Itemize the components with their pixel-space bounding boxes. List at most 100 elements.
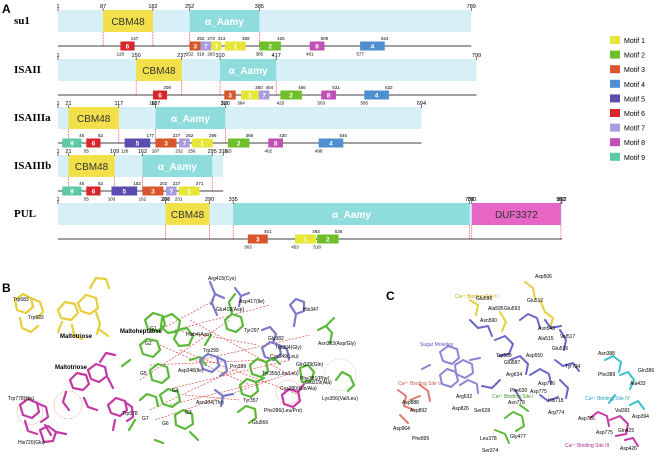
motif-number: 9 [70, 189, 74, 196]
domain-label: α_Aamy [205, 17, 244, 28]
motif-start-label: 363 [244, 245, 252, 250]
motif-number: 1 [200, 141, 204, 148]
ligand-maltoheptaose [120, 311, 213, 445]
motif-8-box [309, 41, 325, 51]
legend-swatch-motif-8 [610, 138, 620, 147]
tick-label: 1 [56, 149, 59, 155]
motif-6-box [120, 41, 135, 51]
motif-3-box [155, 138, 177, 148]
motif-number: 4 [375, 93, 379, 100]
motif-number: 7 [262, 93, 266, 100]
label-g7: G7 [142, 416, 149, 422]
motif-4-box [318, 138, 344, 148]
motif-end-label: 430 [279, 133, 287, 138]
motif-end-label: 545 [340, 133, 348, 138]
label-trp304: Trp304(Gly) [275, 345, 302, 351]
domain-aamy [189, 10, 260, 32]
label-phe895: Phe895 [412, 436, 429, 442]
tick-label: 694 [417, 101, 426, 107]
residue-asn304 [213, 388, 235, 408]
motif-end-label: 82 [98, 133, 104, 138]
label-glu587: Glu587 [504, 360, 520, 366]
label-pro399: Pro399 [230, 364, 246, 370]
motif-start-label: 182 [149, 101, 157, 106]
label-glu319: Glu319(Ala) [305, 380, 332, 386]
residue-trp299 [198, 352, 229, 378]
motif-end-label: 531 [332, 85, 340, 90]
label-asp964: Asp964 [393, 426, 410, 432]
label-asn383: Asn383(Asp/Gly) [318, 341, 356, 347]
label-glu596: Glu596 [476, 296, 492, 302]
motif-start-label: 128 [121, 149, 129, 154]
label-asp775b: Asp775 [596, 430, 613, 436]
motif-9-box [62, 138, 82, 148]
tick-label: 206 [161, 197, 170, 203]
motif-end-label: 426 [277, 36, 285, 41]
protein-track [58, 10, 472, 32]
motif-start-label: 207 [162, 197, 170, 202]
motif-end-label: 147 [131, 36, 139, 41]
legend-swatch-motif-9 [610, 152, 620, 161]
motif-number: 6 [92, 141, 96, 148]
label-g4: G4 [172, 388, 179, 394]
residue-asp417 [233, 286, 251, 308]
legend-label-motif-2: Motif 2 [624, 53, 645, 60]
label-phe630: Phe630 [510, 388, 527, 394]
residue-gly382 [260, 325, 278, 345]
motif-number: 2 [289, 93, 293, 100]
label-his718: His718 [548, 398, 564, 404]
legend-swatch-motif-2 [610, 50, 620, 59]
motif-end-label: 536 [335, 229, 343, 234]
motif-start-label: 503 [318, 101, 326, 106]
motif-extra-label: 46 [79, 181, 85, 186]
motif-number: 3 [164, 141, 168, 148]
motif-start-label: 187 [152, 149, 160, 154]
domain-aamy [220, 59, 277, 81]
legend-swatch-motif-4 [610, 79, 620, 88]
label-trp778: Trp778(His) [8, 396, 35, 402]
surface-dots-phe286 [275, 379, 301, 405]
domain-cbm [68, 155, 115, 177]
label-trp578: Trp578 [122, 411, 138, 417]
label-site-iv: Ca²⁺ Binding Site IV [585, 396, 631, 402]
surface-dots-lys356 [323, 358, 357, 392]
legend-label-motif-3: Motif 3 [624, 67, 645, 74]
residue-his347 [288, 297, 306, 328]
label-tyr355: Tyr355(Leu/Leu) [262, 371, 299, 377]
domain-cbm [68, 107, 119, 129]
motif-end-label: 252 [197, 36, 205, 41]
label-glu593: Glu593 [504, 306, 520, 312]
motif-number: 2 [268, 44, 272, 51]
motif-number: 6 [126, 44, 130, 51]
tick-label: 21 [65, 101, 71, 107]
surface-dots-trp778 [16, 398, 44, 426]
label-glu516: Glu516 [552, 346, 568, 352]
motif-end-label: 227 [173, 181, 181, 186]
motif-start-label: 256 [188, 149, 196, 154]
motif-7-box [258, 90, 270, 100]
label-glu418: Glu418(Asp) [216, 307, 244, 313]
motif-end-label: 202 [160, 181, 168, 186]
motif-start-label: 481 [306, 52, 314, 57]
label-arg634: Arg634 [506, 372, 522, 378]
label-glu512: Glu512 [527, 298, 543, 304]
label-g6: G6 [162, 421, 169, 427]
residue-asn383 [316, 316, 336, 345]
motif-start-label: 319 [197, 52, 205, 57]
motif-2-box [317, 234, 339, 244]
motif-end-label: 366 [246, 133, 254, 138]
label-trp693: Trp693 [28, 315, 44, 321]
motif-8-box [321, 90, 336, 100]
motif-end-label: 509 [321, 36, 329, 41]
motif-start-label: 498 [315, 149, 323, 154]
legend-swatch-motif-5 [610, 94, 620, 103]
panel-c-calcium-binding-sites: C Ca²⁺ Binding Site II Ca²⁺ Binding Site… [386, 274, 654, 454]
label-g1: G1 [150, 326, 157, 332]
motif-start-label: 293 [207, 52, 215, 57]
label-site-v: Ca²⁺ Binding Site V [398, 381, 442, 387]
legend-label-motif-8: Motif 8 [624, 140, 645, 147]
domain-label: α_Aamy [158, 162, 197, 173]
motif-5-box [124, 138, 151, 148]
